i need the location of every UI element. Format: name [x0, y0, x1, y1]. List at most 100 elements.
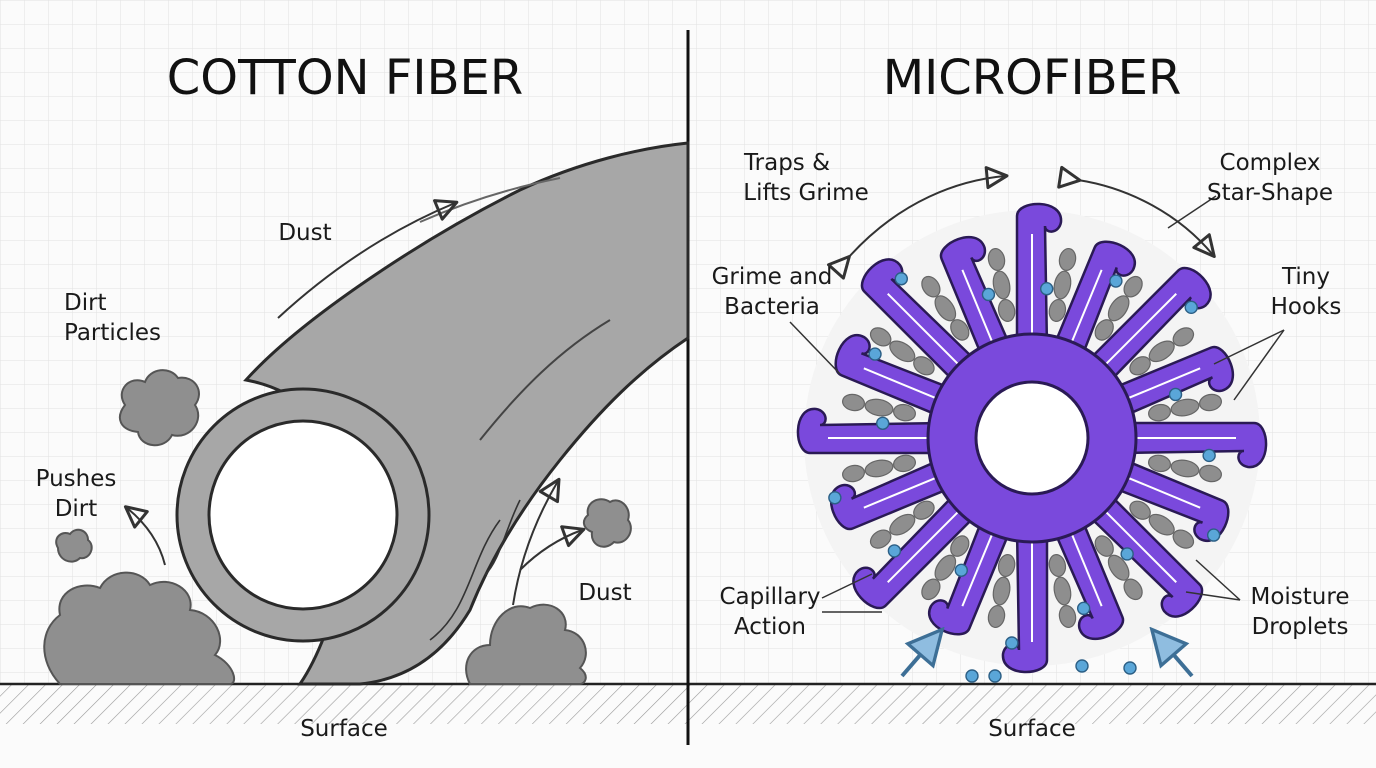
arm-slot — [961, 269, 995, 346]
grime-particle — [913, 356, 935, 376]
label-traps-line1: Traps & — [743, 150, 830, 176]
microfiber-arm — [1050, 513, 1125, 641]
moisture-droplet — [876, 416, 890, 430]
grime-particle — [1107, 554, 1130, 581]
grime-particle — [1199, 464, 1223, 483]
label-dust-top: Dust — [278, 220, 331, 246]
microfiber-arm — [852, 489, 981, 610]
grime-particle — [997, 554, 1016, 578]
grime-particle — [864, 459, 894, 478]
grime-particle — [1058, 605, 1077, 629]
traps-arc-arrow — [827, 166, 1009, 280]
grime-particle — [1170, 398, 1200, 417]
moisture-droplet — [965, 669, 979, 683]
grime-particle — [1172, 327, 1195, 347]
label-dirt-line2: Particles — [64, 320, 161, 346]
leader-line — [789, 321, 841, 375]
grime-particle — [1148, 454, 1172, 473]
label-pushes-line1: Pushes — [36, 466, 117, 492]
label-moisture-line1: Moisture — [1251, 584, 1350, 610]
arm-slot — [961, 530, 995, 607]
grime-particle — [1048, 554, 1067, 578]
leader-line — [821, 573, 873, 599]
moisture-droplet — [894, 272, 909, 286]
microfiber-title: MICROFIBER — [883, 50, 1182, 106]
leader-line — [1233, 329, 1285, 401]
microfiber-hook — [852, 489, 981, 610]
grime-particle — [892, 454, 916, 473]
dirt-blob — [55, 528, 93, 563]
grime-particle — [1199, 393, 1223, 412]
moisture-droplet — [1005, 636, 1019, 650]
moisture-droplet — [1040, 282, 1054, 296]
arm-slot — [1124, 475, 1201, 509]
label-moisture-line2: Droplets — [1252, 614, 1349, 640]
lift-arc-arrow — [1057, 165, 1216, 259]
grime-particle — [864, 398, 894, 417]
grime-particle — [934, 295, 957, 322]
microfiber-hook — [834, 333, 957, 420]
microfiber-hole — [974, 380, 1090, 496]
moisture-droplet — [1168, 387, 1183, 402]
grime-particle — [1148, 403, 1172, 422]
grime-particle — [869, 529, 892, 549]
microfiber-hook — [1107, 456, 1230, 543]
label-hooks-line2: Hooks — [1271, 294, 1342, 320]
cotton-fiber-core — [207, 419, 399, 611]
arm-slot — [1124, 367, 1201, 401]
label-complex-line2: Star-Shape — [1207, 180, 1333, 206]
capillary-arrow — [900, 632, 940, 678]
moisture-droplet — [1120, 547, 1134, 561]
arm-slot — [863, 475, 940, 509]
microfiber-arm — [1001, 526, 1049, 674]
grime-particle — [889, 340, 916, 363]
grime-particle — [950, 319, 970, 341]
moisture-droplet — [1184, 300, 1198, 315]
moisture-droplet — [1123, 661, 1137, 675]
label-traps-line2: Lifts Grime — [743, 180, 868, 206]
cotton-panel: COTTON FIBER Dust Dirt Particles Pushes … — [36, 50, 690, 742]
grime-particle — [1148, 340, 1175, 363]
grime-particle — [892, 403, 916, 422]
moisture-droplet — [828, 491, 842, 505]
grime-particle — [997, 298, 1016, 322]
microfiber-arm — [829, 456, 957, 531]
moisture-droplets — [828, 272, 1221, 683]
motion-line — [484, 499, 521, 576]
microfiber-hook — [1107, 345, 1235, 420]
microfiber-hook — [829, 456, 957, 531]
grime-particle — [889, 513, 916, 536]
grime-particle — [1094, 535, 1114, 557]
capillary-arrow — [1154, 632, 1194, 678]
grime-particle — [987, 605, 1006, 629]
microfiber-hook — [927, 513, 1014, 636]
moisture-droplet — [1076, 601, 1091, 616]
grime-particle — [1170, 459, 1200, 478]
leader-line — [1195, 559, 1241, 601]
label-dust-right: Dust — [578, 580, 631, 606]
arm-slot — [887, 293, 962, 368]
grime-particle — [1053, 576, 1072, 606]
grime-particle — [869, 327, 892, 347]
grime-particle — [1048, 298, 1067, 322]
moisture-droplet — [887, 544, 902, 558]
arm-slot — [1069, 269, 1103, 346]
arm-slot — [1069, 530, 1103, 607]
label-surface-left: Surface — [300, 716, 388, 742]
dirt-blob — [465, 603, 587, 685]
label-pushes-line2: Dirt — [55, 496, 98, 522]
microfiber-arms — [796, 202, 1268, 674]
leader-line — [1185, 591, 1241, 601]
moisture-droplet — [1075, 659, 1089, 673]
grime-particle — [992, 576, 1011, 606]
arm-slot — [1102, 508, 1177, 583]
moisture-droplet — [981, 287, 996, 302]
push-dirt-arrow — [123, 505, 166, 566]
moisture-droplet — [1109, 274, 1123, 288]
motion-line — [429, 519, 501, 641]
arm-slot — [1102, 293, 1177, 368]
label-grime-line2: Bacteria — [724, 294, 820, 320]
moisture-droplet — [988, 669, 1002, 683]
